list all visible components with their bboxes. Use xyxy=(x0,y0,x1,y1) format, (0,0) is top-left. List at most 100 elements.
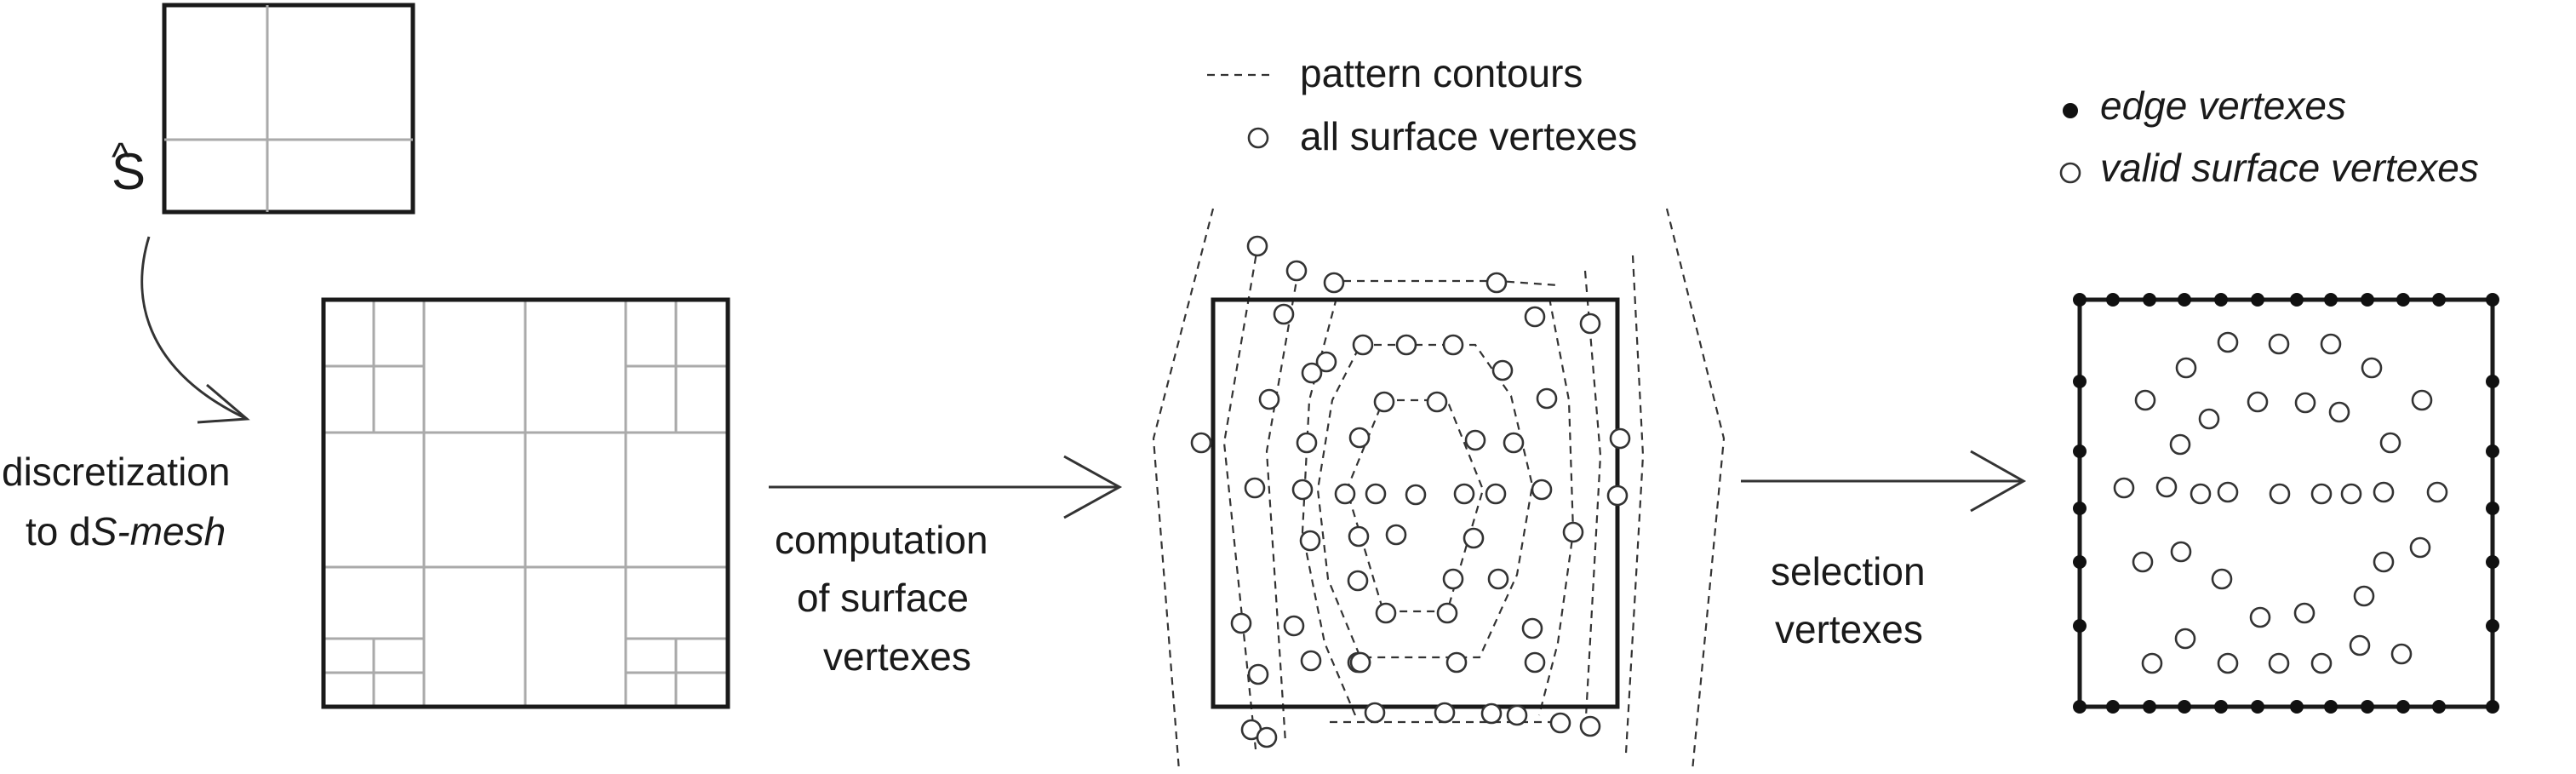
valid-surface-vertex xyxy=(2373,551,2395,573)
surface-vertex xyxy=(1506,704,1528,726)
edge-vertex xyxy=(2324,293,2338,307)
surface-vertex xyxy=(1434,702,1456,724)
surface-vertex xyxy=(1352,334,1374,356)
edge-vertex xyxy=(2073,555,2087,569)
valid-surface-vertex xyxy=(2310,483,2333,505)
surface-vertex xyxy=(1300,650,1322,672)
pattern-contour-line xyxy=(1330,279,1559,287)
edge-vertex xyxy=(2143,700,2156,714)
ds-mesh xyxy=(321,297,730,709)
valid-surface-vertex xyxy=(2320,333,2342,355)
valid-surface-vertex xyxy=(2361,357,2383,379)
valid-surface-vertex xyxy=(2190,483,2212,505)
surface-vertex xyxy=(1244,477,1266,499)
surface-vertex xyxy=(1291,479,1314,501)
valid-surface-vertex xyxy=(2340,483,2362,505)
pattern-contour-line xyxy=(1265,270,1300,743)
surface-vertex xyxy=(1487,568,1509,590)
step2-label-line1: computation xyxy=(775,518,988,562)
edge-vertex xyxy=(2324,700,2338,714)
surface-vertex xyxy=(1562,521,1584,543)
surface-vertex xyxy=(1531,479,1553,501)
valid-surface-vertex xyxy=(2353,585,2375,607)
valid-surface-vertex xyxy=(2426,481,2448,503)
surface-vertex xyxy=(1579,715,1601,737)
edge-vertex xyxy=(2361,700,2374,714)
surface-vertex xyxy=(1480,702,1503,725)
legend-right: edge vertexes valid surface vertexes xyxy=(2059,83,2479,190)
valid-surface-vertex xyxy=(2174,628,2196,650)
step2-label-line3: vertexes xyxy=(823,634,971,679)
surface-vertex xyxy=(1579,312,1601,335)
surface-vertex xyxy=(1258,388,1280,410)
valid-surface-vertex xyxy=(2211,568,2233,590)
edge-vertex xyxy=(2432,700,2446,714)
edge-vertex xyxy=(2178,700,2191,714)
surface-vertex xyxy=(1485,272,1508,294)
valid-surface-vertex xyxy=(2294,392,2316,414)
surface-vertex xyxy=(1364,702,1386,724)
valid-surface-vertex xyxy=(2132,551,2154,573)
valid-surface-vertex xyxy=(2217,652,2239,674)
valid-surface-vertex xyxy=(2379,432,2401,454)
edge-vertex xyxy=(2290,293,2304,307)
symbol-s: S xyxy=(112,143,146,200)
surface-vertex xyxy=(1375,602,1397,624)
edge-vertex xyxy=(2290,700,2304,714)
surface-vertex xyxy=(1273,303,1295,325)
step1-label-line2: to dS-mesh xyxy=(26,509,226,553)
surface-vertex xyxy=(1536,387,1558,410)
valid-surface-vertex xyxy=(2217,481,2239,503)
legend-vertexes-label: all surface vertexes xyxy=(1300,114,1637,158)
valid-surface-vertex xyxy=(2373,481,2395,503)
surface-vertex xyxy=(1395,334,1417,356)
legend-contours-label: pattern contours xyxy=(1300,51,1583,95)
surface-vertex xyxy=(1426,391,1448,413)
surface-vertex xyxy=(1373,391,1395,413)
edge-vertex xyxy=(2106,700,2120,714)
edge-vertex xyxy=(2073,444,2087,458)
surface-vertex xyxy=(1285,260,1308,282)
valid-surface-vertex xyxy=(2411,389,2433,411)
surface-vertex xyxy=(1609,427,1631,450)
edge-vertex xyxy=(2143,293,2156,307)
source-element xyxy=(162,3,415,215)
legend-edge-label: edge vertexes xyxy=(2100,83,2346,128)
step3-label-line1: selection xyxy=(1771,549,1926,593)
surface-vertex xyxy=(1283,615,1305,637)
edge-vertex xyxy=(2361,293,2374,307)
valid-surface-vertex xyxy=(2249,606,2271,628)
surface-vertex xyxy=(1445,651,1468,674)
surface-vertex xyxy=(1246,235,1268,257)
edge-vertex xyxy=(2396,293,2410,307)
edge-vertex xyxy=(2486,502,2499,515)
surface-vertex xyxy=(1190,432,1212,454)
valid-surface-vertex xyxy=(2155,476,2178,498)
valid-surface-vertex xyxy=(2349,634,2371,656)
symbol-hat: ^ xyxy=(112,135,130,179)
surface-vertex xyxy=(1347,570,1369,592)
valid-surface-vertex xyxy=(2113,477,2135,499)
valid-surface-vertex xyxy=(2198,408,2220,430)
valid-surface-vertex xyxy=(2169,433,2191,456)
edge-vertex xyxy=(2073,619,2087,633)
edge-vertex xyxy=(2214,700,2228,714)
ds-mesh-frame xyxy=(321,297,730,709)
surface-vertex xyxy=(1524,306,1546,328)
arrow-computation xyxy=(769,455,1123,519)
surface-vertex xyxy=(1348,427,1371,449)
pattern-contour-line xyxy=(1583,270,1602,733)
valid-surface-vertex xyxy=(2268,333,2290,355)
edge-vertex xyxy=(2073,502,2087,515)
surface-vertex xyxy=(1230,612,1252,634)
surface-vertex xyxy=(1442,568,1464,590)
surface-vertex xyxy=(1365,483,1387,505)
surface-vertex xyxy=(1334,483,1356,505)
valid-surface-vertex xyxy=(2310,652,2333,674)
surface-vertex xyxy=(1463,527,1485,549)
surface-vertex xyxy=(1442,334,1464,356)
edge-vertex xyxy=(2396,700,2410,714)
surface-vertex xyxy=(1503,432,1525,454)
valid-surface-vertex xyxy=(2170,541,2192,563)
